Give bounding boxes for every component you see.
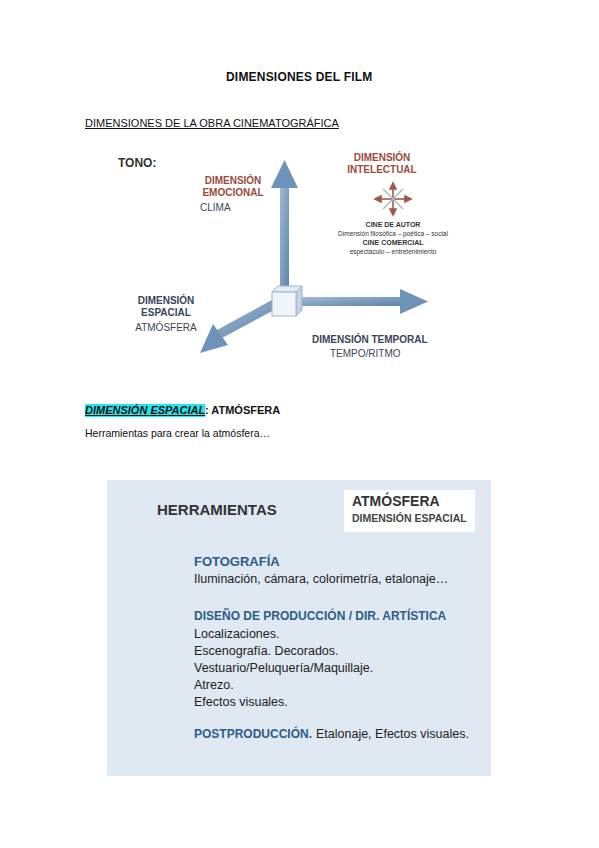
page-title: DIMENSIONES DEL FILM [226, 70, 372, 84]
tone-label: TONO: [118, 156, 156, 170]
tool-heading: FOTOGRAFÍA [194, 554, 280, 570]
axis-subtitle: ATMÓSFERA [130, 322, 202, 334]
axis-title: DIMENSIÓN TEMPORAL [312, 334, 428, 346]
axis-title: DIMENSIÓN INTELECTUAL [342, 152, 422, 175]
axis-subtitle: CLIMA [200, 202, 231, 214]
box-subtitle: DIMENSIÓN ESPACIAL [352, 512, 467, 525]
axis-subtitle: TEMPO/RITMO [330, 348, 401, 360]
tool-text: Localizaciones. [194, 627, 279, 642]
axis-title: DIMENSIÓN ESPACIAL [130, 295, 202, 318]
title-box: ATMÓSFERA DIMENSIÓN ESPACIAL [344, 490, 475, 532]
category-label: CINE DE AUTOR [318, 221, 468, 229]
axis-title: DIMENSIÓN EMOCIONAL [196, 175, 270, 198]
tool-heading: POSTPRODUCCIÓN. [194, 727, 312, 741]
tool-text: Efectos visuales. [194, 695, 288, 710]
tool-heading: DISEÑO DE PRODUCCIÓN / DIR. ARTÍSTICA [194, 609, 446, 623]
highlighted-heading: DIMENSIÓN ESPACIAL [85, 404, 205, 417]
body-text: Herramientas para crear la atmósfera… [85, 427, 270, 440]
category-label: CINE COMERCIAL [318, 239, 468, 247]
category-note: Dimensión filosófica – poética – social [318, 230, 468, 238]
tool-text: Iluminación, cámara, colorimetría, etalo… [194, 572, 448, 587]
compass-icon [375, 183, 411, 215]
tool-text: Etalonaje, Efectos visuales. [316, 727, 469, 742]
heading-text: : ATMÓSFERA [205, 404, 280, 417]
category-note: espectáculo – entretenimiento [318, 248, 468, 256]
panel-heading: HERRAMIENTAS [157, 501, 277, 519]
tool-text: Escenografía. Decorados. [194, 644, 339, 659]
section-heading: DIMENSIONES DE LA OBRA CINEMATOGRÁFICA [85, 117, 339, 130]
box-title: ATMÓSFERA [352, 493, 440, 510]
tool-text: Atrezo. [194, 678, 234, 693]
tool-text: Vestuario/Peluquería/Maquillaje. [194, 661, 373, 676]
